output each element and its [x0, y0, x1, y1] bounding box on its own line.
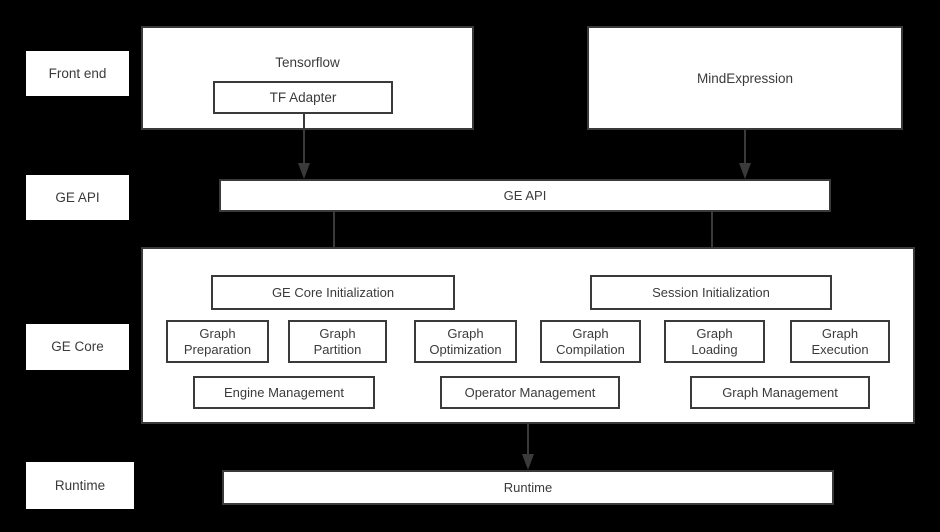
module-graph-loading-label: Graph Loading — [691, 326, 738, 357]
ge-api-bar-label: GE API — [503, 187, 547, 203]
tf-adapter-box[interactable]: TF Adapter — [213, 81, 393, 114]
stage-label-ge-core: GE Core — [26, 324, 129, 370]
module-graph-compilation[interactable]: Graph Compilation — [540, 320, 641, 363]
module-graph-compilation-label: Graph Compilation — [556, 326, 625, 357]
ge-core-initialization-box[interactable]: GE Core Initialization — [211, 275, 455, 310]
module-graph-execution-label: Graph Execution — [811, 326, 869, 357]
management-operator[interactable]: Operator Management — [440, 376, 620, 409]
arrow-mindexpression-to-ge-api — [735, 130, 755, 180]
module-graph-execution[interactable]: Graph Execution — [790, 320, 890, 363]
stage-label-runtime-text: Runtime — [54, 477, 106, 493]
module-graph-loading[interactable]: Graph Loading — [664, 320, 765, 363]
session-initialization-label: Session Initialization — [652, 284, 770, 300]
module-graph-optimization[interactable]: Graph Optimization — [414, 320, 517, 363]
module-graph-optimization-label: Graph Optimization — [429, 326, 502, 357]
runtime-bar-label: Runtime — [503, 479, 553, 495]
ge-core-initialization-label: GE Core Initialization — [271, 284, 395, 300]
tf-adapter-label: TF Adapter — [269, 89, 337, 105]
arrow-ge-core-to-runtime — [518, 424, 538, 471]
stage-label-ge-core-text: GE Core — [51, 339, 104, 355]
module-graph-partition-label: Graph Partition — [313, 326, 362, 357]
module-graph-preparation-label: Graph Preparation — [183, 326, 252, 357]
module-graph-partition[interactable]: Graph Partition — [288, 320, 387, 363]
ge-api-bar[interactable]: GE API — [219, 179, 831, 212]
stage-label-front-end: Front end — [26, 51, 129, 96]
arrow-tf-adapter-to-ge-api — [294, 113, 314, 180]
management-engine[interactable]: Engine Management — [193, 376, 375, 409]
stage-label-runtime: Runtime — [26, 462, 134, 509]
session-initialization-box[interactable]: Session Initialization — [590, 275, 832, 310]
management-engine-label: Engine Management — [224, 384, 344, 400]
stage-label-ge-api-text: GE API — [55, 189, 100, 205]
management-graph[interactable]: Graph Management — [690, 376, 870, 409]
module-graph-preparation[interactable]: Graph Preparation — [166, 320, 269, 363]
tensorflow-panel-title: Tensorflow — [275, 55, 340, 70]
management-operator-label: Operator Management — [464, 384, 596, 400]
runtime-bar[interactable]: Runtime — [222, 470, 834, 505]
stage-label-front-end-text: Front end — [48, 65, 107, 81]
mindexpression-panel — [587, 26, 903, 130]
stage-label-ge-api: GE API — [26, 175, 129, 220]
mindexpression-panel-title: MindExpression — [696, 71, 794, 86]
management-graph-label: Graph Management — [722, 384, 838, 400]
